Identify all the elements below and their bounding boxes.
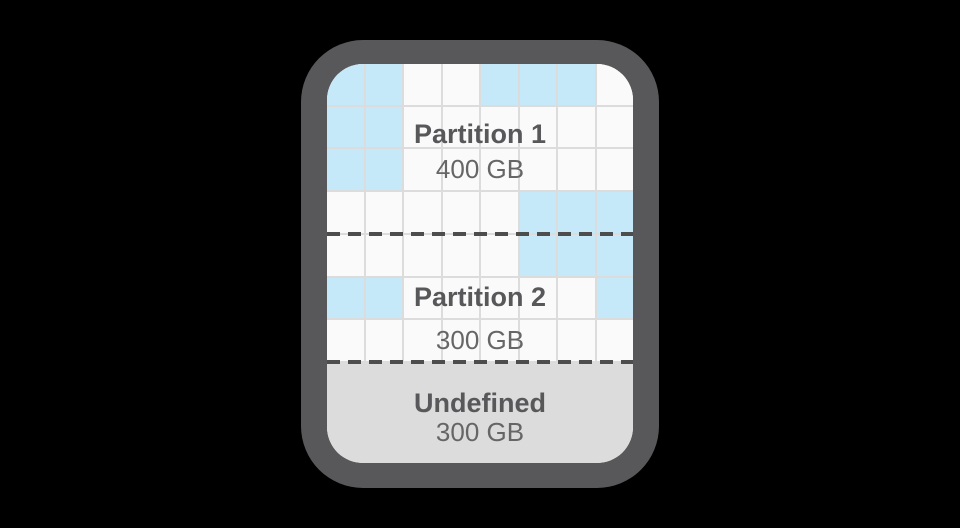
free-block-cell bbox=[404, 64, 441, 105]
free-block-cell bbox=[519, 320, 556, 361]
free-block-cell bbox=[327, 192, 364, 233]
partition-1-size: 400 GB bbox=[435, 154, 525, 184]
used-block-cell bbox=[558, 234, 595, 276]
free-block-cell bbox=[558, 320, 595, 361]
free-block-cell bbox=[519, 277, 556, 319]
free-block-cell bbox=[596, 320, 633, 361]
free-block-cell bbox=[404, 320, 441, 361]
free-block-cell bbox=[442, 64, 479, 105]
free-block-cell bbox=[327, 320, 364, 361]
partition-2-label: Partition 2 bbox=[413, 282, 547, 312]
undefined-region bbox=[327, 361, 633, 463]
used-block-cell bbox=[327, 277, 364, 319]
free-block-cell bbox=[596, 149, 633, 191]
partition-2-size: 300 GB bbox=[435, 325, 525, 355]
free-block-cell bbox=[558, 149, 595, 191]
used-block-cell bbox=[558, 192, 595, 233]
free-block-cell bbox=[558, 277, 595, 319]
free-block-cell bbox=[481, 106, 518, 148]
used-block-cell bbox=[365, 106, 402, 148]
used-block-cell bbox=[365, 277, 402, 319]
partition-divider-1 bbox=[327, 232, 633, 236]
free-block-cell bbox=[442, 320, 479, 361]
free-block-cell bbox=[404, 192, 441, 233]
used-block-cell bbox=[596, 277, 633, 319]
free-block-cell bbox=[404, 277, 441, 319]
storage-block-grid bbox=[327, 64, 633, 361]
used-block-cell bbox=[365, 64, 402, 105]
free-block-cell bbox=[481, 277, 518, 319]
free-block-cell bbox=[442, 277, 479, 319]
free-block-cell bbox=[596, 64, 633, 105]
used-block-cell bbox=[519, 234, 556, 276]
free-block-cell bbox=[481, 149, 518, 191]
used-block-cell bbox=[519, 64, 556, 105]
free-block-cell bbox=[442, 106, 479, 148]
used-block-cell bbox=[481, 64, 518, 105]
disk-surface: Partition 1 400 GB Partition 2 300 GB Un… bbox=[327, 64, 633, 463]
free-block-cell bbox=[519, 149, 556, 191]
disk-device: Partition 1 400 GB Partition 2 300 GB Un… bbox=[301, 40, 659, 488]
free-block-cell bbox=[519, 106, 556, 148]
free-block-cell bbox=[442, 234, 479, 276]
free-block-cell bbox=[365, 192, 402, 233]
free-block-cell bbox=[442, 149, 479, 191]
free-block-cell bbox=[404, 149, 441, 191]
free-block-cell bbox=[481, 234, 518, 276]
partition-1-label: Partition 1 bbox=[413, 119, 547, 149]
used-block-cell bbox=[558, 64, 595, 105]
used-block-cell bbox=[519, 192, 556, 233]
free-block-cell bbox=[327, 234, 364, 276]
free-block-cell bbox=[558, 106, 595, 148]
free-block-cell bbox=[404, 106, 441, 148]
free-block-cell bbox=[481, 320, 518, 361]
free-block-cell bbox=[404, 234, 441, 276]
used-block-cell bbox=[327, 149, 364, 191]
used-block-cell bbox=[365, 149, 402, 191]
free-block-cell bbox=[365, 320, 402, 361]
undefined-label: Undefined bbox=[414, 388, 546, 418]
free-block-cell bbox=[481, 192, 518, 233]
free-block-cell bbox=[442, 192, 479, 233]
used-block-cell bbox=[596, 192, 633, 233]
free-block-cell bbox=[596, 106, 633, 148]
free-block-cell bbox=[365, 234, 402, 276]
used-block-cell bbox=[596, 234, 633, 276]
used-block-cell bbox=[327, 64, 364, 105]
undefined-size: 300 GB bbox=[435, 417, 525, 447]
partition-divider-2 bbox=[327, 360, 633, 364]
used-block-cell bbox=[327, 106, 364, 148]
